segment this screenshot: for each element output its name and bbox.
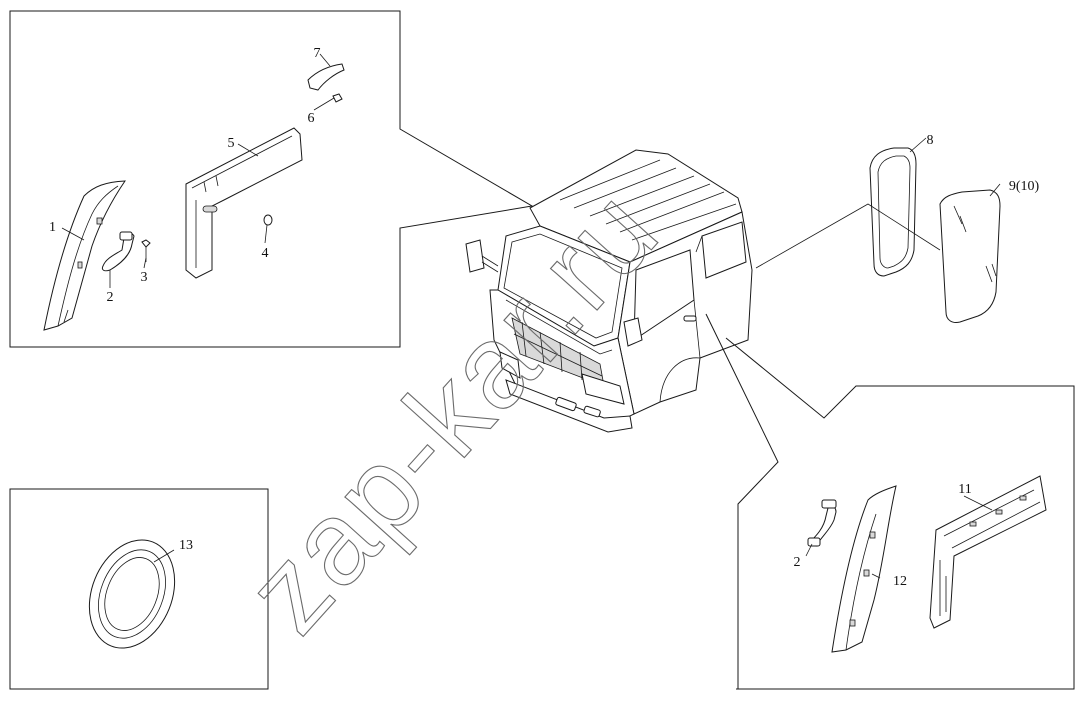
detail-box-left-top: 1 2 3 4 5 6 7 [9,10,534,348]
leader-lines-left-top [61,53,335,288]
part-2-grab-handle-rear [807,499,837,547]
callout-8: 8 [927,133,934,148]
truck-cab [465,149,753,433]
part-4-clip [263,214,273,226]
callout-13: 13 [179,538,193,553]
part-5-door-trim-panel [185,127,303,279]
part-11-rear-trim-panel [929,475,1047,629]
callout-2: 2 [107,290,114,305]
part-9-side-glass [939,189,1001,323]
callout-9-10: 9(10) [1009,179,1040,194]
detail-box-bottom-left: 13 [9,488,269,690]
callout-3: 3 [141,270,148,285]
callout-1: 1 [49,220,56,235]
part-8-window-seal [869,147,917,277]
callout-5: 5 [228,136,235,151]
callout-4: 4 [262,246,269,261]
detail-box-bottom-right: 2 12 11 [705,313,1075,690]
callout-7: 7 [314,46,321,61]
callout-11: 11 [958,482,971,497]
callout-2-rear: 2 [794,555,801,570]
callout-12: 12 [893,574,907,589]
callout-6: 6 [308,111,315,126]
leader-lines-glass [755,137,1001,269]
part-1-a-pillar-trim [43,180,126,331]
part-7-bracket [307,63,345,91]
part-13-ring [88,539,176,649]
part-2-grab-handle [101,231,135,272]
part-12-b-pillar-trim [831,485,897,653]
part-6-bolt [332,93,343,103]
